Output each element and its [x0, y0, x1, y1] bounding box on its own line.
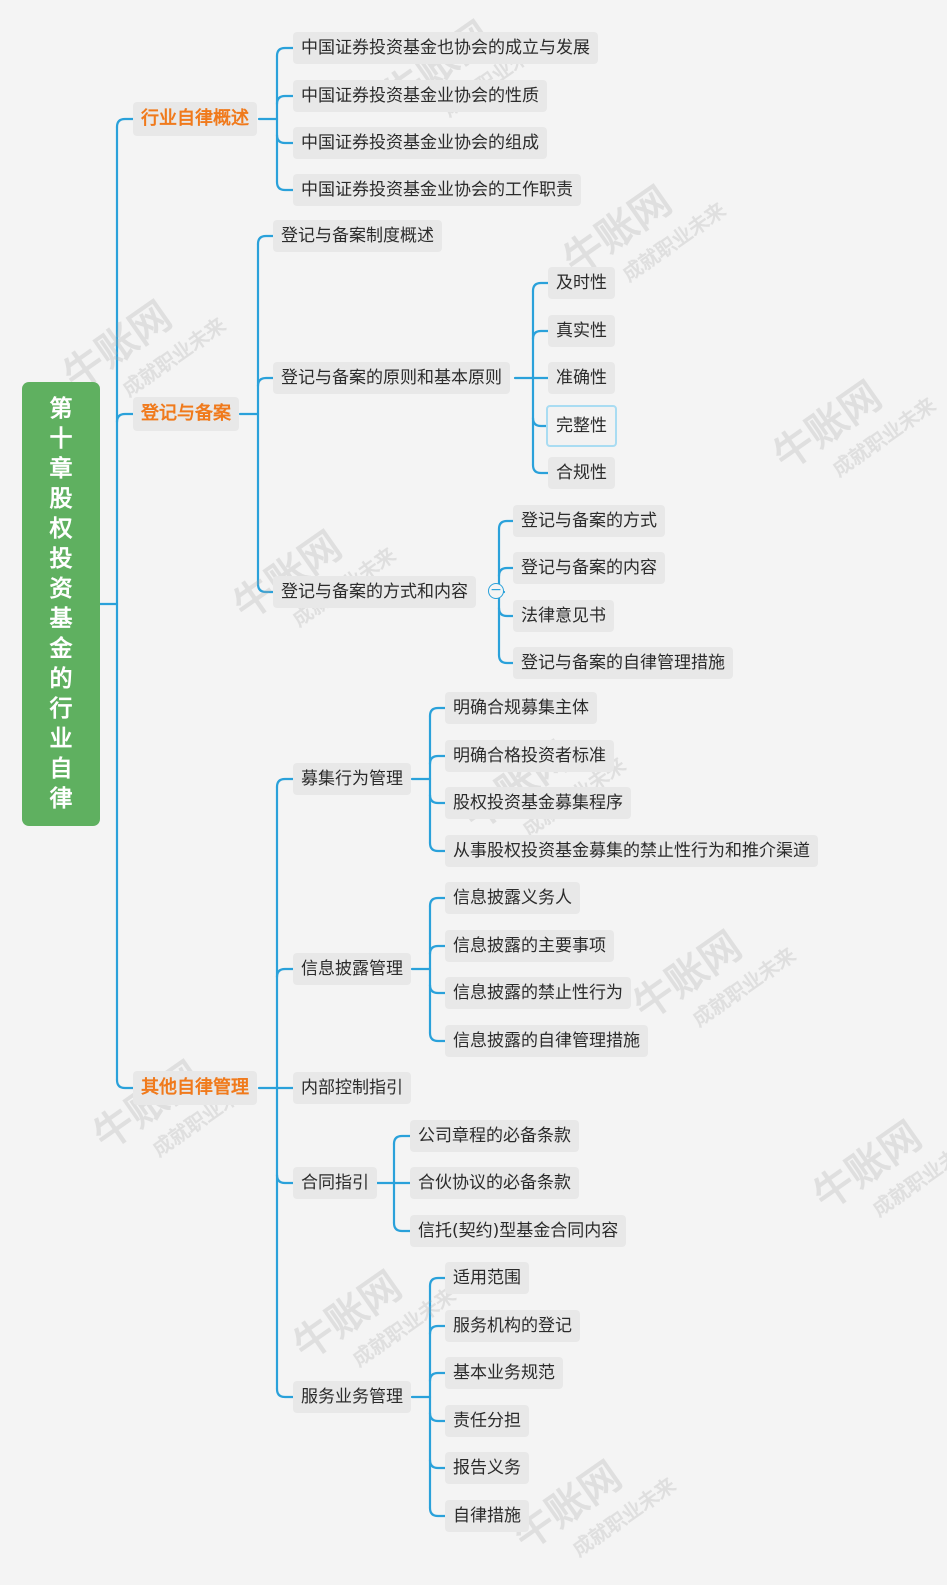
connector-line [531, 329, 550, 341]
registration-item[interactable]: 登记与备案制度概述 [273, 220, 442, 252]
connector-line [428, 944, 447, 956]
fundraising-item[interactable]: 明确合规募集主体 [445, 692, 597, 724]
connector-line [275, 94, 295, 106]
connector-line [497, 566, 515, 578]
overview-item[interactable]: 中国证券投资基金业协会的组成 [293, 127, 547, 159]
connector-line [275, 777, 295, 789]
connector-line [428, 1506, 447, 1518]
connector-line [275, 967, 295, 979]
collapse-toggle[interactable]: − [488, 583, 504, 599]
contract-item[interactable]: 公司章程的必备条款 [410, 1120, 579, 1152]
service-item[interactable]: 报告义务 [445, 1452, 529, 1484]
connector-line [115, 412, 135, 424]
connector-line [275, 180, 295, 192]
method-item[interactable]: 登记与备案的内容 [513, 552, 665, 584]
contract-item[interactable]: 合伙协议的必备条款 [410, 1167, 579, 1199]
connector-line [531, 281, 550, 293]
method-item[interactable]: 登记与备案的方式 [513, 505, 665, 537]
connector-line [428, 1411, 447, 1423]
disclosure-item[interactable]: 信息披露的自律管理措施 [445, 1025, 648, 1057]
method-item[interactable]: 登记与备案的自律管理措施 [513, 647, 733, 679]
other-item[interactable]: 募集行为管理 [293, 763, 411, 795]
connector-line [392, 1221, 412, 1233]
connector-line [497, 653, 515, 665]
connector-line [275, 1387, 295, 1399]
connector-line [256, 582, 275, 594]
contract-item[interactable]: 信托(契约)型基金合同内容 [410, 1215, 627, 1247]
connector-line [256, 376, 275, 388]
principle-item[interactable]: 及时性 [548, 267, 615, 299]
connector-line [115, 117, 135, 129]
connector-line [428, 841, 447, 853]
connector-line [531, 463, 550, 475]
overview-item[interactable]: 中国证券投资基金业协会的性质 [293, 80, 547, 112]
connector-line [428, 1031, 447, 1043]
connector-line [428, 754, 447, 766]
service-item[interactable]: 基本业务规范 [445, 1357, 563, 1389]
other-item[interactable]: 合同指引 [293, 1167, 377, 1199]
service-item[interactable]: 服务机构的登记 [445, 1310, 580, 1342]
connector-line [275, 133, 295, 145]
fundraising-item[interactable]: 明确合格投资者标准 [445, 740, 614, 772]
connector-line [428, 1458, 447, 1470]
principle-item[interactable]: 真实性 [548, 315, 615, 347]
connector-line [428, 1276, 447, 1288]
registration-item[interactable]: 登记与备案的原则和基本原则 [273, 362, 510, 394]
topic-industry-overview[interactable]: 行业自律概述 [133, 102, 257, 136]
principle-item-selected[interactable]: 完整性 [546, 405, 617, 447]
connector-line [428, 1324, 447, 1336]
other-item[interactable]: 服务业务管理 [293, 1381, 411, 1413]
disclosure-item[interactable]: 信息披露义务人 [445, 882, 580, 914]
connector-line [428, 896, 447, 908]
fundraising-item[interactable]: 股权投资基金募集程序 [445, 787, 631, 819]
registration-item[interactable]: 登记与备案的方式和内容 [273, 576, 476, 608]
connector-line [275, 46, 295, 58]
other-item[interactable]: 内部控制指引 [293, 1072, 411, 1104]
overview-item[interactable]: 中国证券投资基金业协会的工作职责 [293, 174, 581, 206]
method-item[interactable]: 法律意见书 [513, 600, 614, 632]
connector-line [428, 983, 447, 995]
connector-line [275, 1173, 295, 1185]
fundraising-item[interactable]: 从事股权投资基金募集的禁止性行为和推介渠道 [445, 835, 818, 867]
connector-line [428, 1371, 447, 1383]
other-item[interactable]: 信息披露管理 [293, 953, 411, 985]
topic-other-self-regulation[interactable]: 其他自律管理 [133, 1071, 257, 1105]
principle-item[interactable]: 合规性 [548, 457, 615, 489]
connector-line [256, 234, 275, 246]
root-topic[interactable]: 第十章股权投资基金的行业自律 [22, 382, 100, 826]
connector-line [428, 706, 447, 718]
disclosure-item[interactable]: 信息披露的主要事项 [445, 930, 614, 962]
connector-line [497, 606, 515, 618]
connector-line [392, 1134, 412, 1146]
connector-line [497, 519, 515, 531]
service-item[interactable]: 责任分担 [445, 1405, 529, 1437]
topic-registration[interactable]: 登记与备案 [133, 397, 239, 431]
service-item[interactable]: 自律措施 [445, 1500, 529, 1532]
overview-item[interactable]: 中国证券投资基金也协会的成立与发展 [293, 32, 598, 64]
service-item[interactable]: 适用范围 [445, 1262, 529, 1294]
disclosure-item[interactable]: 信息披露的禁止性行为 [445, 977, 631, 1009]
principle-item[interactable]: 准确性 [548, 362, 615, 394]
connector-line [428, 793, 447, 805]
connector-line [531, 416, 550, 428]
connector-line [115, 1078, 135, 1090]
